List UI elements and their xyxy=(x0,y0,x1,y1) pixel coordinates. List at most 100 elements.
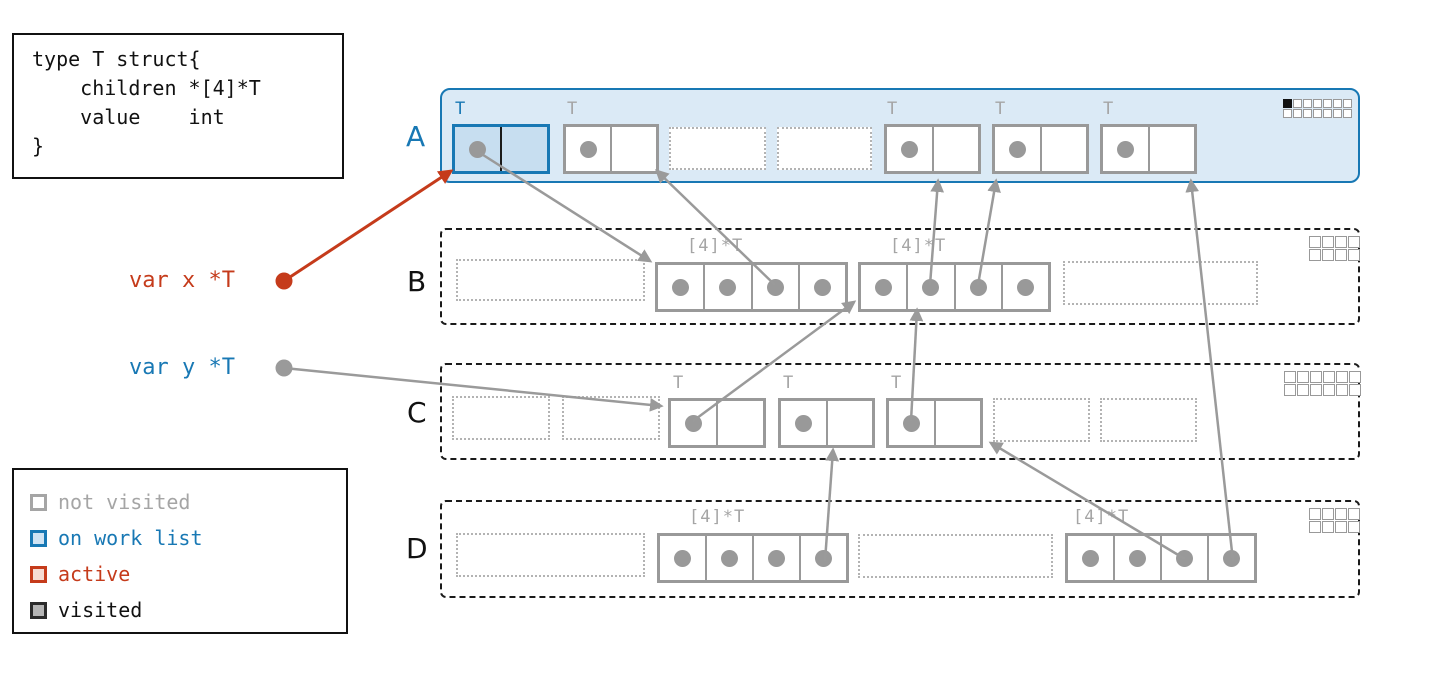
pointer-dot xyxy=(813,278,831,296)
bitmap-bit xyxy=(1322,521,1334,533)
heap-object-c2 xyxy=(778,398,875,448)
free-slot xyxy=(669,127,766,170)
legend: not visited on work list active visited xyxy=(12,468,348,634)
pointer-cell xyxy=(797,265,845,309)
legend-item-not-visited: not visited xyxy=(30,484,346,520)
code-line: value int xyxy=(32,105,225,129)
object-type-label: [4]*T xyxy=(1073,507,1130,527)
bitmap-bit xyxy=(1333,109,1342,118)
bitmap-bit xyxy=(1284,371,1296,383)
pointer-field-cell xyxy=(455,127,500,171)
object-type-label: T xyxy=(1103,99,1115,119)
pointer-dot xyxy=(766,278,784,296)
pointer-dot xyxy=(794,414,812,432)
mark-bitmap-b xyxy=(1308,236,1360,262)
pointer-field-cell xyxy=(889,401,934,445)
legend-label: visited xyxy=(58,598,143,622)
free-slot xyxy=(993,398,1090,442)
row-label-a: A xyxy=(406,120,426,153)
heap-object-a5 xyxy=(1100,124,1197,174)
pointer-field-cell xyxy=(671,401,716,445)
legend-label: on work list xyxy=(58,526,203,550)
pointer-dot xyxy=(1082,549,1099,567)
value-field-cell xyxy=(933,401,981,445)
bitmap-bit xyxy=(1349,371,1361,383)
pointer-dot xyxy=(672,278,690,296)
free-slot xyxy=(777,127,872,170)
pointer-dot xyxy=(1129,549,1146,567)
pointer-dot xyxy=(579,140,597,158)
pointer-field-cell xyxy=(995,127,1040,171)
pointer-cell xyxy=(660,536,705,580)
heap-array-d2 xyxy=(1065,533,1257,583)
legend-label: not visited xyxy=(58,490,191,514)
heap-array-b2 xyxy=(858,262,1051,312)
bitmap-bit xyxy=(1323,109,1332,118)
var-pointer-dot xyxy=(275,359,293,377)
pointer-dot xyxy=(674,549,691,567)
bitmap-bit xyxy=(1283,99,1292,108)
value-field-cell xyxy=(1147,127,1195,171)
pointer-cell xyxy=(1207,536,1254,580)
pointer-dot xyxy=(815,549,832,567)
var-y-label: var y *T xyxy=(129,355,235,380)
bitmap-bit xyxy=(1293,99,1302,108)
object-type-label: T xyxy=(567,99,579,119)
object-type-label: T xyxy=(783,373,795,393)
pointer-cell xyxy=(1160,536,1207,580)
bitmap-bit xyxy=(1335,236,1347,248)
not-visited-swatch-icon xyxy=(30,493,47,511)
active-swatch-icon xyxy=(30,565,47,583)
var-pointer-dot xyxy=(275,272,293,290)
legend-item-active: active xyxy=(30,556,346,592)
pointer-dot xyxy=(685,414,702,432)
bitmap-bit xyxy=(1336,371,1348,383)
pointer-field-cell xyxy=(1103,127,1148,171)
heap-object-c1 xyxy=(668,398,766,448)
bitmap-bit xyxy=(1293,109,1302,118)
free-slot xyxy=(456,259,645,301)
bitmap-bit xyxy=(1313,109,1322,118)
pointer-dot xyxy=(721,549,738,567)
heap-array-b1 xyxy=(655,262,848,312)
bitmap-bit xyxy=(1303,109,1312,118)
object-type-label: [4]*T xyxy=(890,236,947,256)
free-slot xyxy=(562,396,660,440)
bitmap-bit xyxy=(1322,508,1334,520)
bitmap-bit xyxy=(1297,384,1309,396)
bitmap-bit xyxy=(1309,508,1321,520)
bitmap-bit xyxy=(1343,99,1352,108)
bitmap-bit xyxy=(1348,236,1360,248)
value-field-cell xyxy=(500,127,547,171)
free-slot xyxy=(858,534,1053,578)
pointer-dot xyxy=(922,278,940,296)
object-type-label: [4]*T xyxy=(689,507,746,527)
object-type-label: T xyxy=(673,373,685,393)
legend-item-on-work-list: on work list xyxy=(30,520,346,556)
pointer-cell xyxy=(750,265,798,309)
bitmap-bit xyxy=(1348,521,1360,533)
bitmap-bit xyxy=(1323,99,1332,108)
pointer-cell xyxy=(703,265,750,309)
bitmap-bit xyxy=(1335,508,1347,520)
heap-object-a2 xyxy=(563,124,659,174)
free-slot xyxy=(1063,261,1258,305)
legend-label: active xyxy=(58,562,131,586)
bitmap-bit xyxy=(1309,236,1321,248)
pointer-cell xyxy=(953,265,1001,309)
free-slot xyxy=(456,533,645,577)
bitmap-bit xyxy=(1322,236,1334,248)
var-x-label: var x *T xyxy=(129,268,235,293)
mark-bitmap-a xyxy=(1282,99,1352,119)
bitmap-bit xyxy=(1313,99,1322,108)
bitmap-bit xyxy=(1336,384,1348,396)
heap-array-d1 xyxy=(657,533,849,583)
pointer-dot xyxy=(969,278,987,296)
row-label-b: B xyxy=(407,265,427,298)
bitmap-bit xyxy=(1303,99,1312,108)
type-definition-box: type T struct{ children *[4]*T value int… xyxy=(12,33,344,179)
on-work-list-swatch-icon xyxy=(30,529,47,547)
mark-bitmap-d xyxy=(1308,508,1360,534)
object-type-label: T xyxy=(455,99,467,119)
